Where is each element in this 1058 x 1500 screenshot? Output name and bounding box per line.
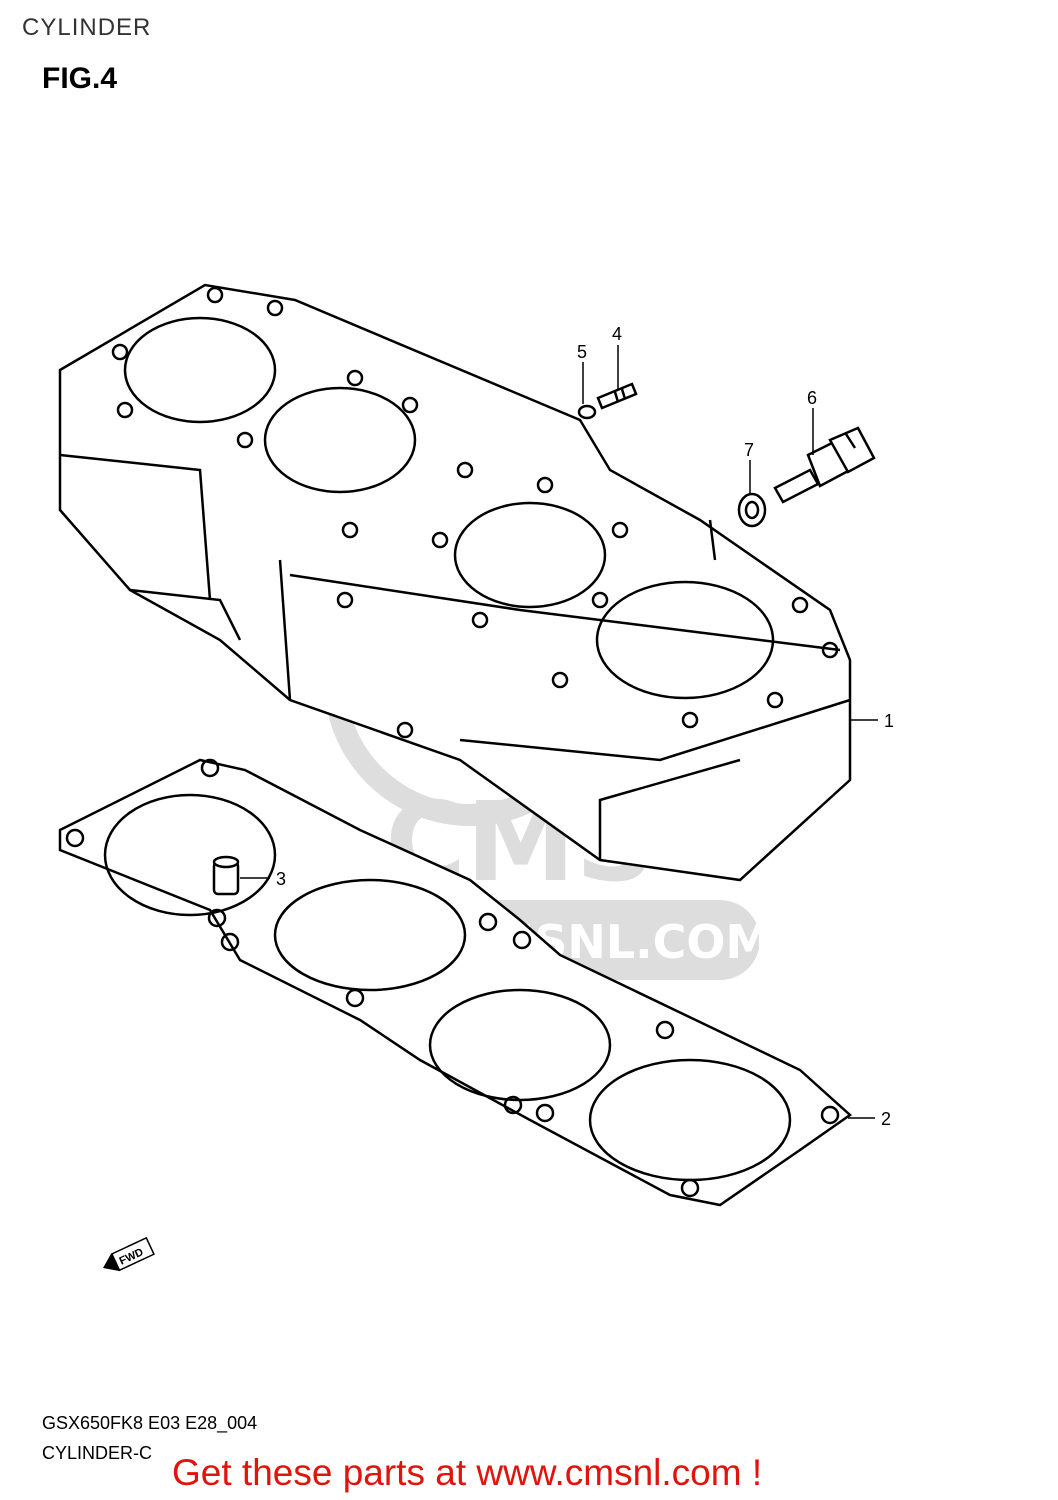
callout-labels: 1 2 3 4 5 6 7 (276, 324, 894, 1129)
model-code: GSX650FK8 E03 E28_004 (42, 1413, 258, 1433)
temperature-sensor (773, 426, 876, 504)
callout-3: 3 (276, 869, 286, 889)
cylinder-block (58, 283, 852, 882)
callout-5: 5 (577, 342, 587, 362)
dowel-pin (212, 855, 240, 896)
callout-leaders (240, 345, 878, 1119)
o-ring (577, 404, 597, 420)
callout-6: 6 (807, 388, 817, 408)
section-title: CYLINDER (22, 14, 152, 41)
figure-label: FIG.4 (42, 62, 118, 95)
callout-7: 7 (744, 440, 754, 460)
sensor-gasket-washer (737, 492, 767, 528)
diagram-code: CYLINDER-C (42, 1443, 153, 1463)
callout-4: 4 (612, 324, 622, 344)
nipple-fitting (596, 382, 638, 410)
callout-2: 2 (881, 1109, 891, 1129)
cylinder-base-gasket (58, 758, 853, 1207)
fwd-arrow-icon: FWD (103, 1236, 155, 1272)
callout-1: 1 (884, 711, 894, 731)
promo-link[interactable]: Get these parts at www.cmsnl.com ! (172, 1452, 763, 1493)
